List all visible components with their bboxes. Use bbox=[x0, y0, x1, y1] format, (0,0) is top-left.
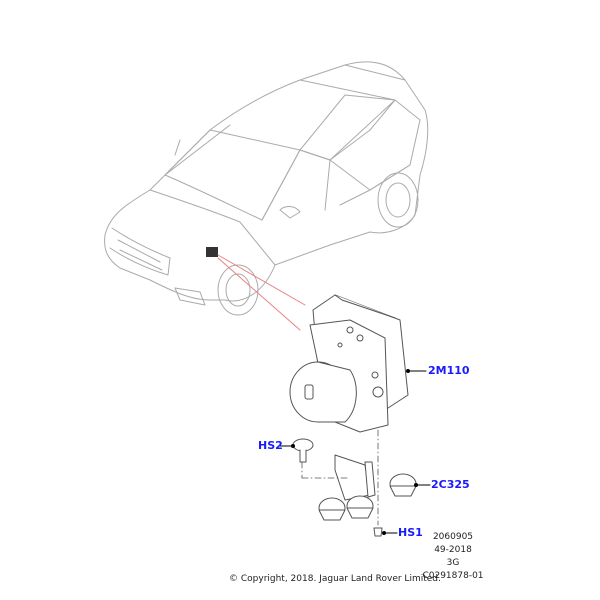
callout-2c325[interactable]: 2C325 bbox=[431, 478, 470, 491]
callout-hs2[interactable]: HS2 bbox=[258, 439, 283, 452]
bracket-assembly bbox=[292, 438, 417, 537]
copyright-text: © Copyright, 2018. Jaguar Land Rover Lim… bbox=[229, 574, 441, 584]
drawing-reference: 2060905 49-2018 3G C0291878-01 bbox=[413, 531, 493, 583]
screw-hs2 bbox=[292, 438, 314, 452]
dash-lines bbox=[301, 429, 379, 526]
vehicle-outline bbox=[104, 61, 429, 316]
callout-2m110[interactable]: 2M110 bbox=[428, 364, 470, 377]
ref-date: 49-2018 bbox=[434, 545, 472, 555]
module-location-marker bbox=[206, 247, 218, 257]
leader-lines bbox=[217, 254, 306, 331]
ref-code: 3G bbox=[446, 558, 460, 568]
ref-id: C0291878-01 bbox=[422, 571, 484, 581]
callout-leaders bbox=[279, 369, 431, 535]
screw-hs1 bbox=[373, 527, 383, 537]
ref-number: 2060905 bbox=[432, 532, 474, 542]
callout-hs1[interactable]: HS1 bbox=[398, 526, 423, 539]
abs-module bbox=[289, 294, 409, 433]
